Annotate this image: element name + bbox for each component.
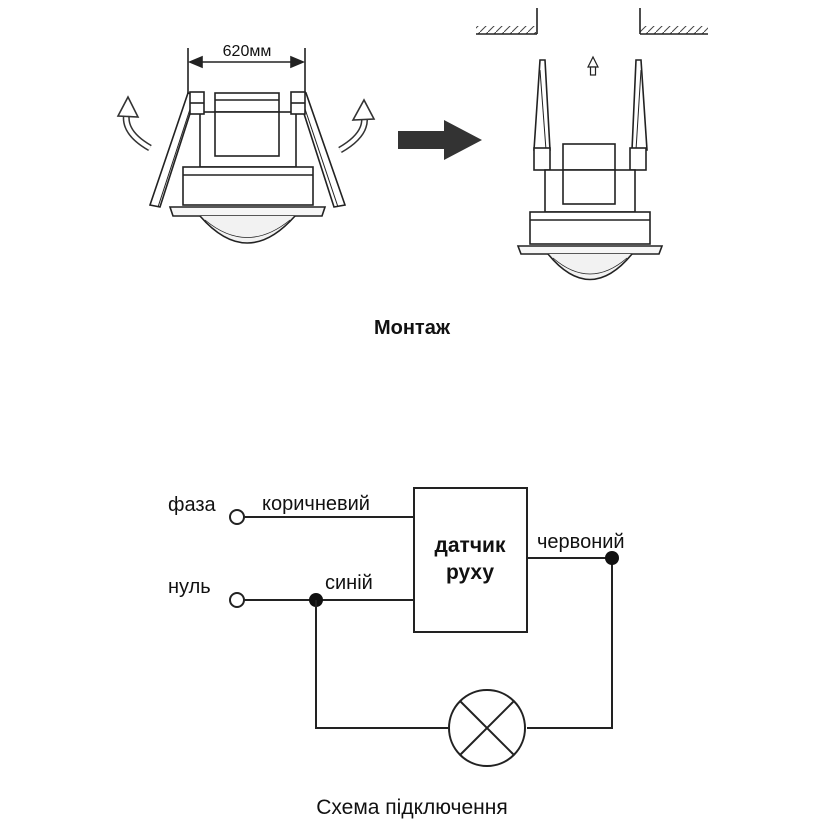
wiring-diagram xyxy=(229,487,619,767)
closed-spring-clips xyxy=(533,59,648,171)
lamp-neutral-wire xyxy=(315,600,448,729)
ceiling-surface xyxy=(476,8,708,35)
mounting-caption: Монтаж xyxy=(374,317,451,339)
output-junction-dot xyxy=(605,551,619,565)
motion-sensor-box xyxy=(413,487,528,633)
red-wire-label: червоний xyxy=(537,531,625,553)
red-wire xyxy=(527,557,613,729)
sensor-installed-drawing xyxy=(476,8,708,281)
bend-right-arrow-icon xyxy=(338,98,376,154)
lamp-icon xyxy=(448,689,526,767)
sensor-clips-open-drawing: 620мм xyxy=(116,43,376,244)
blue-wire-label: синій xyxy=(325,572,373,594)
bend-left-arrow-icon xyxy=(116,95,152,152)
sensor-label-line2: руху xyxy=(446,561,494,584)
dimension-label: 620мм xyxy=(223,43,272,60)
phase-label: фаза xyxy=(168,494,217,516)
neutral-label: нуль xyxy=(168,576,211,598)
neutral-terminal xyxy=(229,592,245,608)
insert-up-arrow-icon xyxy=(587,55,599,76)
brown-wire-label: коричневий xyxy=(262,493,370,515)
sensor-label-line1: датчик xyxy=(435,534,506,557)
wiring-caption: Схема підключення xyxy=(316,796,508,819)
left-spring-clip xyxy=(148,91,205,208)
phase-terminal xyxy=(229,509,245,525)
right-spring-clip xyxy=(290,91,347,208)
next-step-arrow-icon xyxy=(398,120,482,160)
